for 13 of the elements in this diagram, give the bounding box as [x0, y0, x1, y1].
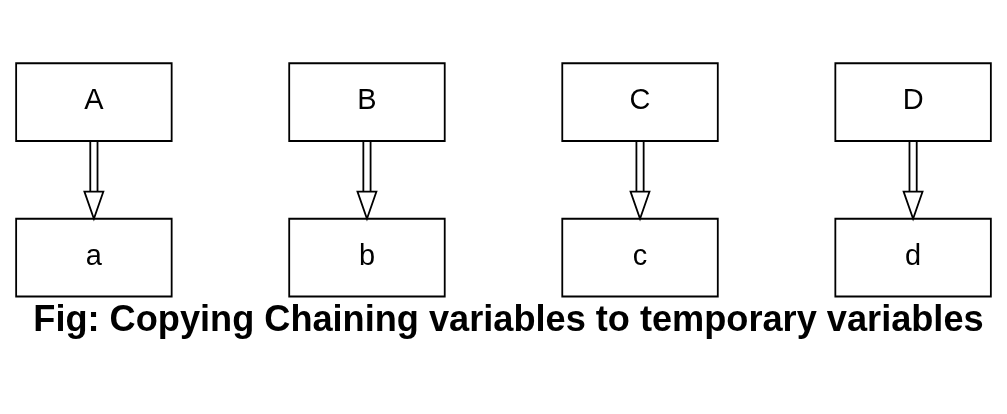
arrow	[629, 140, 651, 222]
arrow	[356, 140, 378, 222]
node-box: a	[15, 217, 173, 298]
node-box: b	[288, 217, 446, 298]
node-box: C	[561, 62, 719, 142]
node-box: c	[561, 217, 719, 298]
caption: Fig: Copying Chaining variables to temporary variables	[33, 297, 984, 339]
node-box: B	[288, 62, 446, 142]
arrow	[83, 140, 105, 222]
node-box: A	[15, 62, 173, 142]
arrow	[902, 140, 924, 222]
node-box: d	[834, 217, 992, 298]
node-box: D	[834, 62, 992, 142]
